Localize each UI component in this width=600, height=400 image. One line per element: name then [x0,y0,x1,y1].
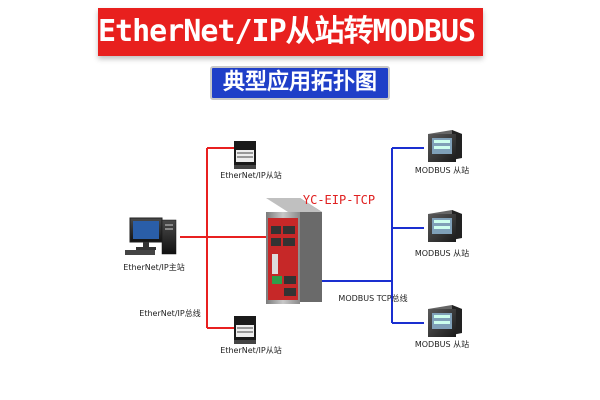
eip-slave-2-icon [234,316,256,344]
banner-background [98,8,483,56]
modbus-bus-lines [322,147,424,324]
modbus-device-1-icon [428,130,462,162]
modbus-device-2-label: MODBUS 从站 [415,248,469,258]
master-label: EtherNet/IP主站 [123,262,184,272]
subtitle-box [210,66,390,100]
gateway-device-icon [266,198,322,304]
modbus-bus-label: MODBUS TCP总线 [338,293,407,303]
modbus-device-1-label: MODBUS 从站 [415,165,469,175]
eip-slave-1-label: EtherNet/IP从站 [220,170,281,180]
eip-slave-2-label: EtherNet/IP从站 [220,345,281,355]
master-computer-icon [125,217,177,255]
modbus-device-3-label: MODBUS 从站 [415,339,469,349]
gateway-label: YC-EIP-TCP [303,193,375,207]
banner-title: EtherNet/IP从站转MODBUS TCP [98,14,544,49]
eip-slave-1-icon [234,141,256,169]
subtitle-text: 典型应用拓扑图 [222,70,377,95]
modbus-device-3-icon [428,305,462,337]
eip-bus-lines [180,147,270,329]
modbus-device-2-icon [428,210,462,242]
eip-bus-label: EtherNet/IP总线 [139,308,200,318]
